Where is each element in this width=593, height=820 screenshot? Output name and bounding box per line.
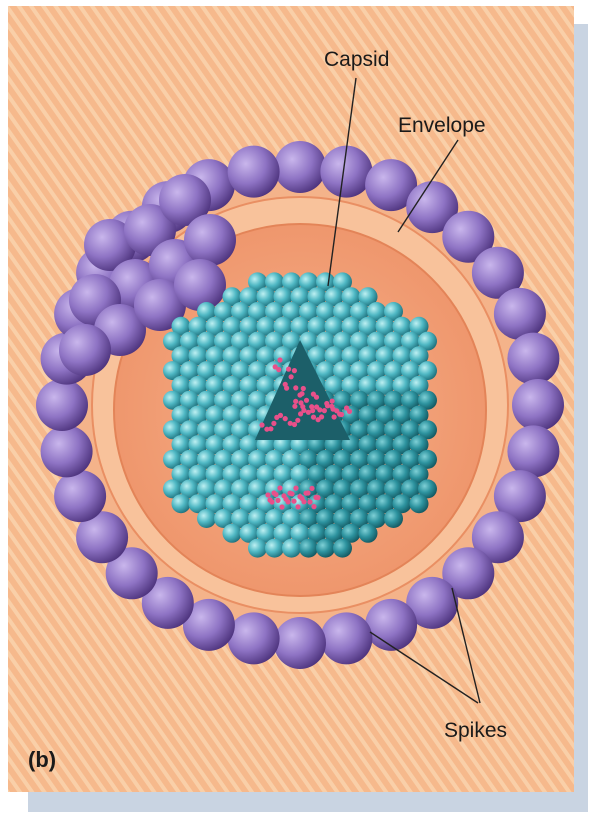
spike (507, 425, 559, 477)
panel-label: (b) (28, 747, 56, 772)
nucleic-acid-bead (311, 504, 316, 509)
nucleic-acid-bead (292, 368, 297, 373)
capsomere (197, 509, 216, 528)
nucleic-acid-bead (265, 492, 270, 497)
nucleic-acid-bead (298, 400, 303, 405)
nucleic-acid-bead (330, 399, 335, 404)
nucleic-acid-bead (289, 374, 294, 379)
nucleic-acid-bead (292, 422, 297, 427)
nucleic-acid-bead (283, 497, 288, 502)
capsomere (248, 539, 267, 558)
nucleic-acid-bead (314, 395, 319, 400)
nucleic-acid-bead (277, 357, 282, 362)
nucleic-acid-bead (317, 407, 322, 412)
nucleic-acid-bead (307, 499, 312, 504)
nucleic-acid-bead (275, 498, 280, 503)
nucleic-acid-bead (337, 412, 342, 417)
capsomere (384, 509, 403, 528)
nucleic-acid-bead (311, 415, 316, 420)
nucleic-acid-bead (297, 392, 302, 397)
nucleic-acid-bead (259, 422, 264, 427)
spike (228, 146, 280, 198)
nucleic-acid-bead (332, 414, 337, 419)
nucleic-acid-bead (299, 496, 304, 501)
capsomere (359, 524, 378, 543)
nucleic-acid-bead (279, 504, 284, 509)
envelope-label: Envelope (398, 114, 486, 137)
nucleic-acid-bead (295, 418, 300, 423)
capsomere (265, 539, 284, 558)
nucleic-acid-bead (284, 386, 289, 391)
spike (174, 259, 226, 311)
nucleic-acid-bead (331, 407, 336, 412)
nucleic-acid-bead (276, 367, 281, 372)
spike (184, 214, 236, 266)
nucleic-acid-bead (309, 486, 314, 491)
nucleic-acid-bead (319, 414, 324, 419)
spike (365, 599, 417, 651)
nucleic-acid-bead (277, 485, 282, 490)
nucleic-acid-bead (347, 409, 352, 414)
spike (274, 141, 326, 193)
nucleic-acid-bead (271, 490, 276, 495)
capsomere (172, 494, 191, 513)
spikes-label: Spikes (444, 719, 507, 742)
spike (54, 470, 106, 522)
nucleic-acid-bead (295, 504, 300, 509)
nucleic-acid-bead (278, 413, 283, 418)
capsomere (316, 539, 335, 558)
nucleic-acid-bead (291, 499, 296, 504)
nucleic-acid-bead (315, 495, 320, 500)
nucleic-acid-bead (271, 421, 276, 426)
spike (59, 324, 111, 376)
nucleic-acid-bead (322, 408, 327, 413)
spike (41, 425, 93, 477)
nucleic-acid-bead (304, 398, 309, 403)
nucleic-acid-bead (310, 408, 315, 413)
nucleic-acid-bead (303, 491, 308, 496)
nucleic-acid-bead (293, 385, 298, 390)
capsomere (410, 494, 429, 513)
spike (274, 617, 326, 669)
capsomere (282, 539, 301, 558)
nucleic-acid-bead (292, 404, 297, 409)
nucleic-acid-bead (283, 416, 288, 421)
spike (36, 379, 88, 431)
spike (507, 333, 559, 385)
nucleic-acid-bead (301, 386, 306, 391)
capsomere (223, 524, 242, 543)
capsomere (333, 539, 352, 558)
nucleic-acid-bead (268, 426, 273, 431)
nucleic-acid-bead (324, 401, 329, 406)
spike (320, 612, 372, 664)
capsid-label: Capsid (324, 48, 389, 71)
spike (512, 379, 564, 431)
spike (228, 612, 280, 664)
nucleic-acid-bead (287, 491, 292, 496)
spike (494, 288, 546, 340)
nucleic-acid-bead (267, 497, 272, 502)
capsomere (299, 539, 318, 558)
nucleic-acid-bead (293, 399, 298, 404)
nucleic-acid-bead (293, 486, 298, 491)
nucleic-acid-bead (286, 367, 291, 372)
